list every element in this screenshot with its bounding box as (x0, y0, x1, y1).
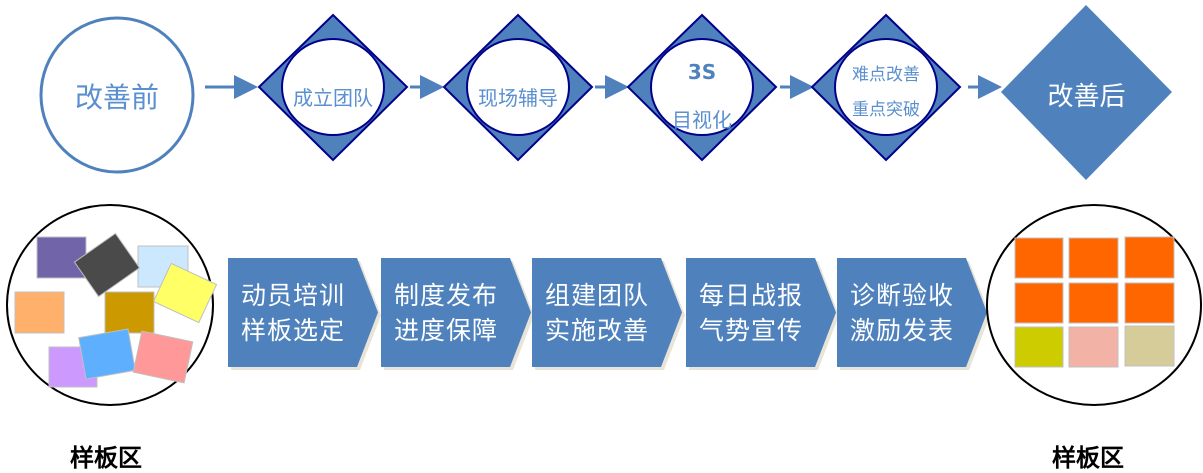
phase-line: 组建团队 (544, 280, 649, 310)
step-circle (466, 38, 570, 136)
phase-line: 气势宣传 (698, 315, 803, 345)
phase-4: 每日战报气势宣传 (686, 258, 836, 367)
before-circle (39, 16, 195, 174)
step-circle (834, 38, 938, 136)
step-circle (650, 38, 754, 136)
phase-line: 诊断验收 (849, 280, 954, 310)
scattered-square (104, 291, 155, 334)
ordered-square (1068, 326, 1119, 368)
scattered-square (73, 232, 141, 298)
step-3-title: 3S (687, 60, 717, 84)
chevron-shape (837, 258, 987, 367)
step-4-line-2: 重点突破 (852, 100, 920, 120)
ordered-square (1014, 282, 1064, 324)
ordered-square (1014, 237, 1064, 279)
phase-5: 诊断验收激励发表 (837, 258, 987, 367)
chevron-shape (228, 258, 378, 367)
phase-line: 激励发表 (849, 315, 954, 345)
ordered-square (1124, 236, 1175, 279)
ordered-square (1124, 325, 1175, 367)
step-1-label: 成立团队 (293, 86, 373, 110)
scattered-square (152, 262, 218, 324)
scattered-square (36, 236, 87, 279)
ordered-square (1068, 282, 1119, 324)
step-2-label: 现场辅导 (478, 86, 558, 110)
phase-line: 制度发布 (393, 280, 498, 310)
scattered-square (78, 328, 136, 380)
phase-line: 动员培训 (240, 280, 345, 310)
chevron-shape (381, 258, 531, 367)
left-sample-label: 样板区 (70, 444, 142, 472)
ordered-square (1014, 326, 1064, 368)
chevron-shape (686, 258, 836, 367)
phase-line: 实施改善 (544, 315, 649, 345)
phase-1: 动员培训样板选定 (228, 258, 378, 367)
chevron-shape (532, 258, 682, 367)
scattered-square (132, 330, 194, 384)
scattered-square (14, 291, 65, 334)
after-diamond (1001, 5, 1172, 180)
ordered-square (1068, 237, 1119, 279)
phase-line: 每日战报 (698, 280, 803, 310)
after-label: 改善后 (1047, 82, 1126, 112)
step-4-line-1: 难点改善 (852, 65, 920, 85)
before-label: 改善前 (74, 81, 159, 114)
right-sample-label: 样板区 (1052, 444, 1124, 472)
step-3-subtitle: 目视化 (672, 108, 732, 132)
ordered-square (1124, 282, 1175, 324)
phase-3: 组建团队实施改善 (532, 258, 682, 367)
step-circle (281, 38, 385, 136)
phase-line: 进度保障 (393, 315, 498, 345)
phase-line: 样板选定 (240, 315, 345, 345)
phase-2: 制度发布进度保障 (381, 258, 531, 367)
